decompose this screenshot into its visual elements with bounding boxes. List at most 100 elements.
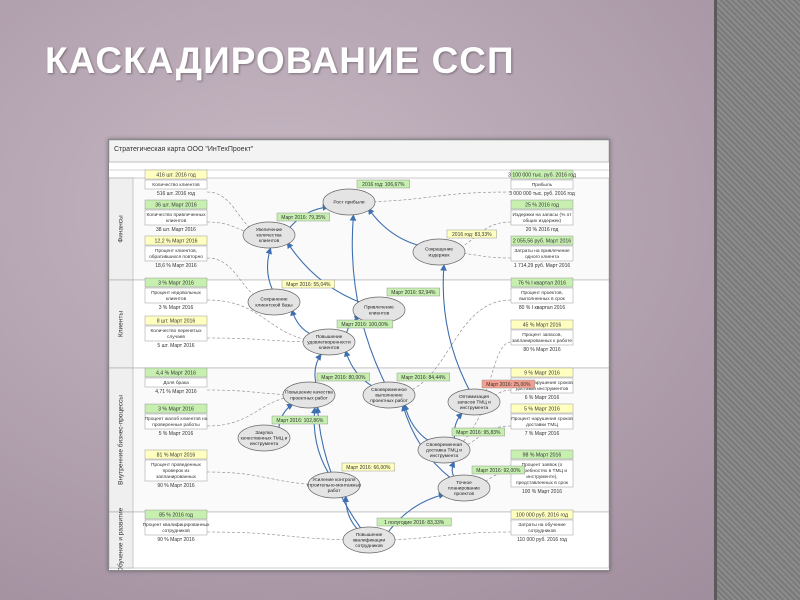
decorative-side-strip (714, 0, 800, 600)
kpi-target-badge (510, 235, 574, 246)
goal-ellipse (342, 526, 396, 554)
goal-ellipse (447, 388, 501, 416)
kpi-connector (206, 257, 275, 303)
goal-score-badge (396, 372, 450, 382)
causal-arrow (386, 492, 446, 535)
goal-ellipse (237, 424, 291, 452)
goal-score-badge (276, 212, 330, 222)
kpi-name-box (510, 209, 574, 226)
goal-score-badge (451, 427, 505, 437)
kpi-actual-value: 5 шт. Март 2016 (157, 343, 194, 349)
goal-score: Март 2016: 25,00% (486, 382, 531, 388)
goal-score: Март 2016: 55,04% (286, 282, 331, 288)
kpi-target-value: 3 % Март 2016 (158, 281, 194, 287)
goal-ellipse (417, 436, 471, 464)
kpi-target-value: 3 % Март 2016 (158, 407, 194, 413)
kpi-target-value: 45 % Март 2016 (523, 323, 562, 329)
kpi-target-badge (510, 403, 574, 414)
kpi-target-value: 2 055,56 руб. Март 2016 (513, 239, 571, 245)
kpi-name-box (510, 179, 574, 190)
kpi-actual-value: 38 шт. Март 2016 (156, 227, 196, 233)
lane-label-cli: Клиенты (118, 311, 125, 337)
lane-label-dev: Обучение и развитие (117, 507, 125, 570)
goal-score-badge (341, 462, 395, 472)
kpi-name-box (144, 287, 208, 304)
kpi-actual-value: 18,6 % Март 2016 (155, 263, 197, 269)
kpi-target-badge (510, 449, 574, 460)
causal-arrow (286, 241, 363, 304)
kpi-connector (438, 251, 512, 259)
goal-score: 2016 год: 106,67% (362, 182, 405, 188)
goal-score: Март 2016: 102,86% (276, 418, 324, 424)
goal-score: 2016 год: 83,33% (452, 232, 492, 238)
lane-label-cell-cli (109, 279, 134, 369)
kpi-name-box (144, 519, 208, 536)
kpi-target-value: 9 % Март 2016 (524, 371, 560, 377)
kpi-name-box (510, 519, 574, 536)
kpi-target-badge (144, 367, 208, 378)
goal-ellipse (282, 381, 336, 409)
kpi-name: Процент клиентов,обратившихся повторно (149, 248, 203, 260)
kpi-actual-value: 7 % Март 2016 (525, 431, 560, 437)
map-header-band (109, 140, 609, 163)
kpi-actual-value: 3 000 000 тыс. руб. 2016 год (509, 191, 575, 197)
goal-ellipse (412, 238, 466, 266)
strategy-map-title: Стратегическая карта ООО "ИнТехПроект" (114, 146, 254, 153)
kpi-actual-value: 90 % Март 2016 (157, 483, 194, 489)
kpi-connector (443, 425, 512, 451)
goal-score-badge (316, 372, 370, 382)
goal-score-badge (336, 319, 394, 329)
goal-ellipse (437, 474, 491, 502)
causal-arrow (342, 495, 359, 531)
causal-arrow (367, 207, 422, 247)
slide-title: КАСКАДИРОВАНИЕ ССП (45, 40, 515, 81)
lane-label-cell-dev (109, 511, 134, 569)
kpi-target-badge (144, 169, 208, 180)
goal-score-badge (386, 287, 440, 297)
kpi-connector (206, 394, 310, 427)
kpi-actual-value: 4,71 % Март 2016 (155, 389, 197, 395)
goal-score-badge (376, 517, 452, 527)
kpi-name: Процент проектов,выполненных в срок (519, 290, 565, 302)
kpi-connector (473, 341, 512, 403)
kpi-connector (438, 221, 512, 253)
kpi-target-value: 416 шт. 2016 год (156, 173, 196, 179)
kpi-target-value: 98 % Март 2016 (523, 453, 562, 459)
kpi-target-value: 25 % 2016 год (525, 203, 559, 209)
kpi-connector (443, 389, 512, 451)
lane-label-cell-bp (109, 367, 134, 513)
goal-score: 1 полугодие 2016: 83,33% (384, 520, 445, 526)
kpi-name-box (510, 287, 574, 304)
kpi-target-value: 12,2 % Март 2016 (155, 239, 198, 245)
kpi-name-box (144, 377, 208, 388)
kpi-target-badge (144, 199, 208, 210)
causal-arrow (265, 247, 274, 291)
goal-ellipse (242, 221, 296, 249)
